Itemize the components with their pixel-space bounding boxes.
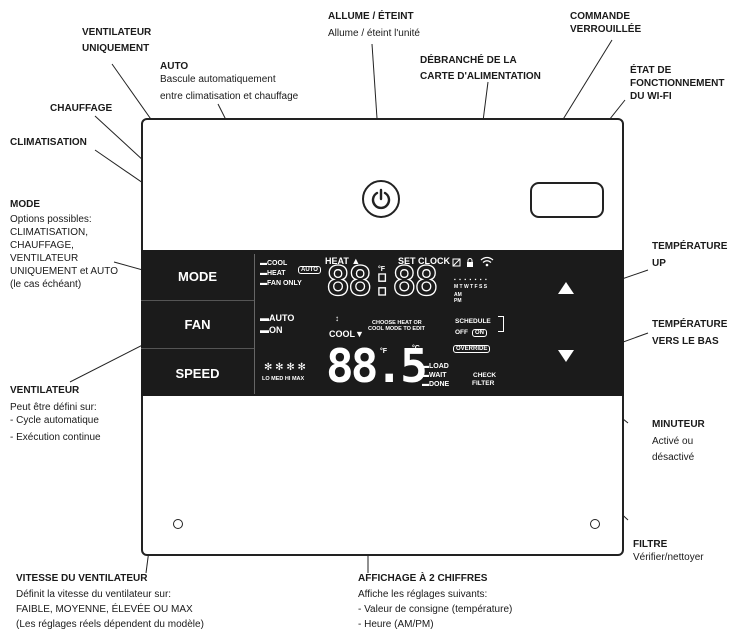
lcd-hint-line2: COOL MODE TO EDIT — [368, 326, 425, 332]
lcd-pm: PM — [454, 298, 462, 304]
lcd-deg-f-bottom: °F — [380, 348, 388, 355]
lcd-deg-f-top: °F — [378, 266, 386, 273]
wifi-icon — [480, 256, 494, 270]
label-timer: MINUTEUR Activé ou désactivé — [652, 419, 705, 463]
control-display-band — [141, 250, 624, 396]
power-icon — [371, 188, 391, 210]
label-display: AFFICHAGE À 2 CHIFFRES Affiche les régla… — [358, 573, 513, 630]
updown-arrows-icon: ↕ — [335, 314, 339, 323]
screw-left-icon — [173, 519, 183, 529]
schedule-bracket — [498, 316, 504, 332]
lcd-filter: FILTER — [472, 380, 495, 387]
lcd-done: ▬DONE — [422, 381, 450, 388]
lcd-heat-label: HEAT ▲ — [325, 256, 361, 266]
speed-button[interactable]: SPEED — [175, 365, 220, 381]
label-fan-only: VENTILATEUR UNIQUEMENT — [82, 27, 152, 54]
lcd-schedule-on: ON — [472, 329, 487, 337]
label-cooling: CLIMATISATION — [10, 137, 87, 148]
lcd-digits-top: 88:88 — [325, 259, 439, 305]
label-power: ALLUME / ÉTEINT Allume / éteint l'unité — [328, 11, 420, 39]
fan-button[interactable]: FAN — [141, 301, 254, 349]
unplugged-icon — [452, 258, 461, 270]
lcd-speed-labels: LO MED HI MAX — [262, 376, 305, 382]
lcd-set-clock: SET CLOCK — [398, 256, 451, 266]
lcd-fan-auto: ▬AUTO — [260, 313, 295, 323]
lcd-schedule: SCHEDULE — [455, 318, 491, 325]
triangle-down-icon — [558, 350, 574, 362]
lcd-hint-line1: CHOOSE HEAT OR — [372, 320, 422, 326]
label-mode: MODE Options possibles: CLIMATISATION, C… — [10, 199, 118, 290]
lcd-fan-on: ▬ON — [260, 325, 283, 335]
label-fan-speed: VITESSE DU VENTILATEUR Définit la vitess… — [16, 573, 204, 630]
lock-icon — [466, 258, 474, 270]
label-unplugged: DÉBRANCHÉ DE LA CARTE D'ALIMENTATION — [420, 55, 541, 82]
label-heating: CHAUFFAGE — [50, 103, 113, 114]
lcd-mode-cool: ▬COOL — [260, 260, 288, 267]
label-locked: COMMANDE VERROUILLÉE — [570, 11, 642, 35]
mode-button[interactable]: MODE — [141, 253, 254, 301]
lcd-days: M T W T F S S — [454, 284, 488, 290]
lcd-deg-c: °C — [412, 345, 420, 352]
screw-right-icon — [590, 519, 600, 529]
lcd-fan-speed-icons: ✻ ✻ ✻ ✻ — [264, 362, 306, 373]
lcd-day-bars: ▪ ▪ ▪ ▪ ▪ ▪ ▪ — [454, 277, 488, 283]
lcd-mode-fan-only: ▬FAN ONLY — [260, 280, 302, 287]
label-temp-up: TEMPÉRATURE UP — [652, 241, 728, 269]
divider — [254, 254, 255, 394]
wifi-sensor-window — [530, 182, 604, 218]
lcd-digits-bottom: 88.5 — [326, 339, 428, 393]
triangle-up-icon — [558, 282, 574, 294]
label-temp-down: TEMPÉRATURE VERS LE BAS — [652, 319, 728, 347]
label-fan: VENTILATEUR Peut être défini sur: - Cycl… — [10, 385, 101, 443]
temp-up-button[interactable] — [532, 264, 600, 312]
lcd-override: OVERRIDE — [453, 345, 491, 353]
lcd-mode-heat: ▬HEAT — [260, 270, 286, 277]
lcd-check: CHECK — [473, 372, 497, 379]
lcd-schedule-off: OFF — [455, 329, 468, 336]
lcd-auto-badge: AUTO — [298, 266, 321, 274]
lcd-load: ▬LOAD — [422, 363, 449, 370]
power-button[interactable] — [362, 180, 400, 218]
lcd-cool-label: COOL▼ — [329, 329, 364, 339]
label-filter: FILTRE Vérifier/nettoyer — [633, 539, 704, 563]
label-auto: AUTO Bascule automatiquement entre clima… — [160, 61, 299, 102]
lcd-wait: ▬WAIT — [422, 372, 447, 379]
temp-down-button[interactable] — [532, 332, 600, 380]
lcd-am: AM — [454, 292, 462, 298]
label-wifi: ÉTAT DE FONCTIONNEMENT DU WI-FI — [630, 65, 725, 102]
